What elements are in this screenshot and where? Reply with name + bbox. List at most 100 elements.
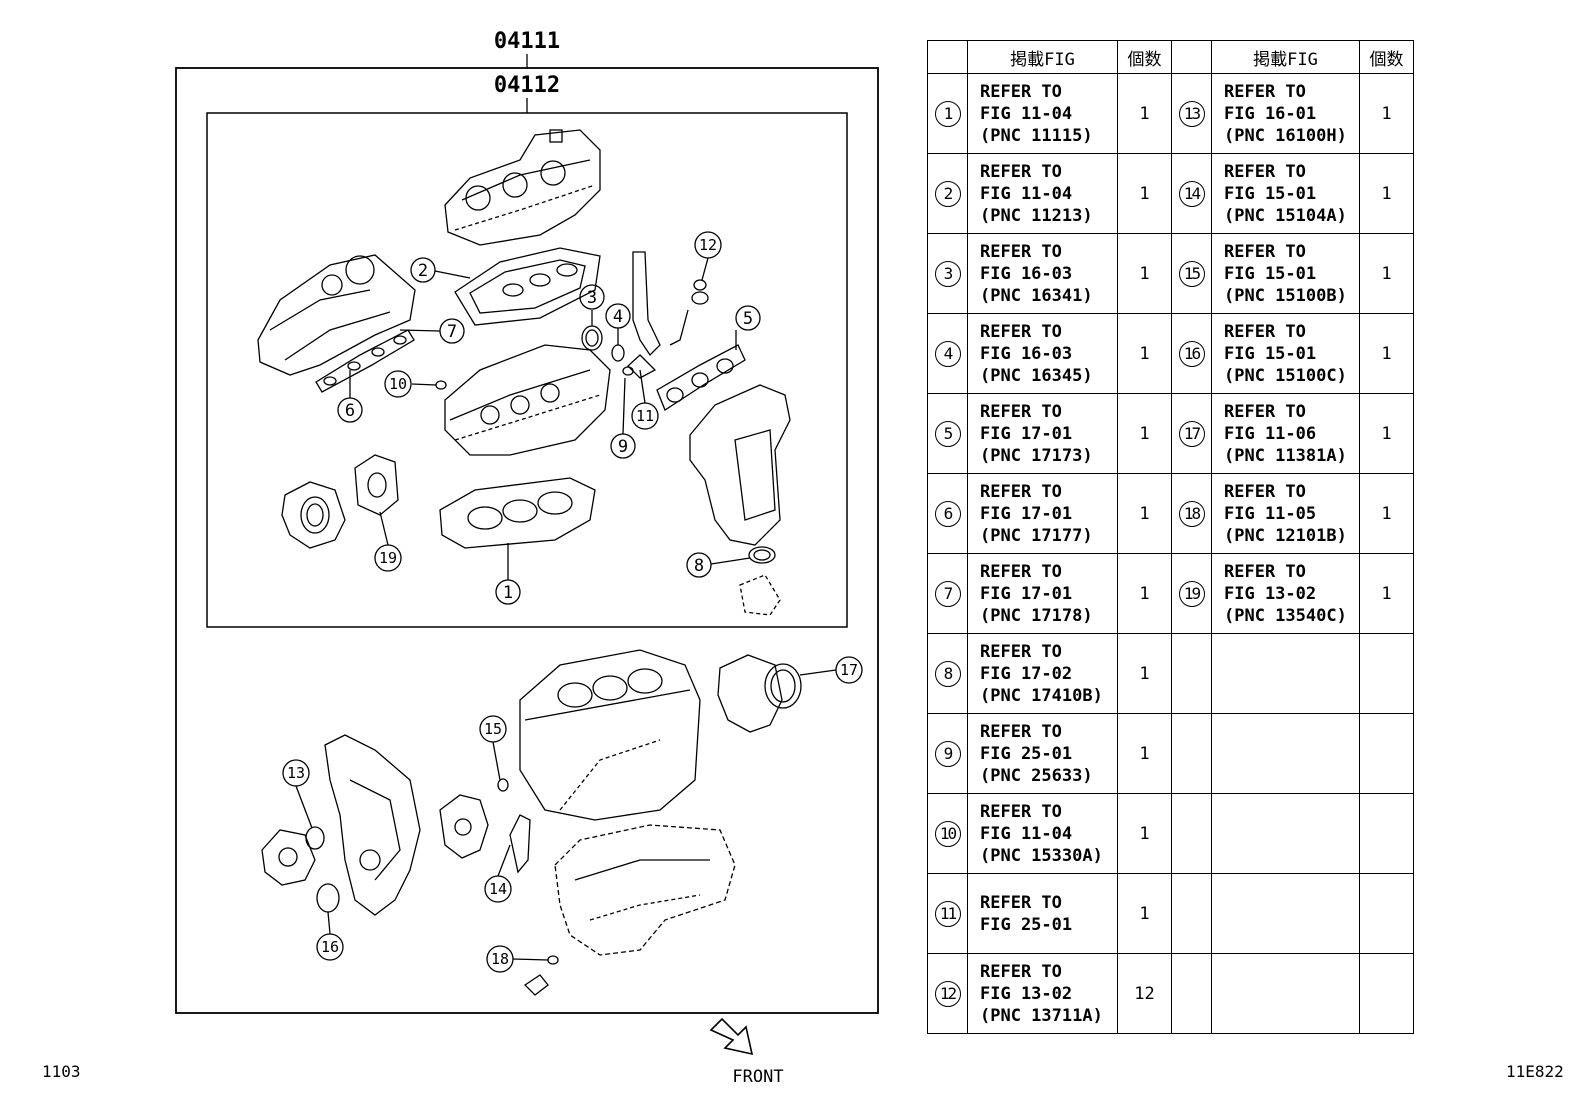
ref-number-badge: 8 xyxy=(934,660,961,687)
ref-number: 2 xyxy=(927,153,968,234)
empty-cell xyxy=(1171,633,1212,714)
ref-number-badge: 15 xyxy=(1178,260,1205,287)
callout-17: 17 xyxy=(799,656,863,684)
throttle-body-part xyxy=(281,481,346,549)
header-qty-right: 個数 xyxy=(1359,40,1414,74)
header-fig-left: 掲載FIG xyxy=(967,40,1118,74)
ref-number-badge: 19 xyxy=(1178,580,1205,607)
ref-number: 7 xyxy=(927,553,968,634)
callout-3: 3 xyxy=(579,284,605,326)
ref-number-badge: 18 xyxy=(1178,500,1205,527)
ref-text: REFER TO FIG 16-01 (PNC 16100H) xyxy=(1211,73,1360,154)
callout-3-label: 3 xyxy=(587,288,597,308)
ref-number: 9 xyxy=(927,713,968,794)
callout-18: 18 xyxy=(486,945,549,973)
ref-quantity: 1 xyxy=(1359,153,1414,234)
table-header-row: 掲載FIG 個数 掲載FIG 個数 xyxy=(927,40,1414,74)
ref-number: 19 xyxy=(1171,553,1212,634)
callout-16-label: 16 xyxy=(321,938,339,956)
ref-quantity: 1 xyxy=(1117,713,1172,794)
oil-seal-4-part xyxy=(611,344,625,362)
page-code-left: 1103 xyxy=(42,1062,81,1081)
callout-15-label: 15 xyxy=(484,720,502,738)
exhaust-pipe-gasket-part xyxy=(739,546,781,616)
ref-number: 5 xyxy=(927,393,968,474)
cylinder-head-part xyxy=(444,344,611,456)
ref-number-badge: 4 xyxy=(934,340,961,367)
callout-8: 8 xyxy=(686,552,751,578)
ref-number-badge: 11 xyxy=(934,900,961,927)
ref-text: REFER TO FIG 11-04 (PNC 15330A) xyxy=(967,793,1118,874)
ref-number: 15 xyxy=(1171,233,1212,314)
chain-tensioner-part xyxy=(509,814,531,874)
oil-pump-part xyxy=(439,794,489,859)
exhaust-manifold-gasket-part xyxy=(656,344,746,411)
empty-cell xyxy=(1359,633,1414,714)
callout-9: 9 xyxy=(610,377,636,459)
ref-number: 12 xyxy=(927,953,968,1034)
callout-2-label: 2 xyxy=(418,261,428,281)
intake-manifold-part xyxy=(257,254,416,376)
outer-kit-frame xyxy=(175,67,879,1014)
empty-cell xyxy=(1359,793,1414,874)
empty-cell xyxy=(1211,793,1360,874)
ref-text: REFER TO FIG 15-01 (PNC 15100C) xyxy=(1211,313,1360,394)
ref-quantity: 12 xyxy=(1117,953,1172,1034)
empty-cell xyxy=(1359,713,1414,794)
empty-cell xyxy=(1171,953,1212,1034)
ref-text: REFER TO FIG 16-03 (PNC 16341) xyxy=(967,233,1118,314)
callout-11: 11 xyxy=(631,369,659,430)
header-qty-left: 個数 xyxy=(1117,40,1172,74)
callout-4-label: 4 xyxy=(613,307,623,327)
oil-pan-part xyxy=(554,824,736,956)
callout-10-label: 10 xyxy=(389,375,407,393)
empty-cell xyxy=(1211,873,1360,954)
outer-kit-code: 04111 xyxy=(494,29,560,54)
empty-cell xyxy=(1171,713,1212,794)
ref-text: REFER TO FIG 17-02 (PNC 17410B) xyxy=(967,633,1118,714)
ref-text: REFER TO FIG 11-04 (PNC 11115) xyxy=(967,73,1118,154)
timing-chain-cover-part xyxy=(324,734,421,916)
page-code-right: 11E822 xyxy=(1506,1062,1564,1081)
ref-number: 10 xyxy=(927,793,968,874)
callout-4: 4 xyxy=(605,303,631,345)
ref-number: 14 xyxy=(1171,153,1212,234)
callout-12-label: 12 xyxy=(699,236,717,254)
ref-number: 6 xyxy=(927,473,968,554)
front-label: FRONT xyxy=(732,1067,783,1087)
ref-text: REFER TO FIG 13-02 (PNC 13540C) xyxy=(1211,553,1360,634)
ref-text: REFER TO FIG 15-01 (PNC 15100B) xyxy=(1211,233,1360,314)
inner-kit-frame xyxy=(206,112,848,628)
ref-number-badge: 5 xyxy=(934,420,961,447)
callout-11-label: 11 xyxy=(636,407,654,425)
ref-quantity: 1 xyxy=(1117,793,1172,874)
cover-gasket-part xyxy=(454,247,601,326)
callout-10: 10 xyxy=(384,370,437,398)
ref-quantity: 1 xyxy=(1117,73,1172,154)
plug-gasket-part xyxy=(669,279,709,346)
ref-quantity: 1 xyxy=(1359,313,1414,394)
header-no-right xyxy=(1171,40,1212,74)
pump-seal-13-part xyxy=(305,826,325,850)
ref-quantity: 1 xyxy=(1117,873,1172,954)
ref-text: REFER TO FIG 25-01 (PNC 25633) xyxy=(967,713,1118,794)
callout-7-label: 7 xyxy=(447,322,457,342)
ref-text: REFER TO FIG 17-01 (PNC 17173) xyxy=(967,393,1118,474)
ref-text: REFER TO FIG 15-01 (PNC 15104A) xyxy=(1211,153,1360,234)
water-pump-part xyxy=(261,829,316,886)
front-arrow-icon xyxy=(709,1017,754,1056)
empty-cell xyxy=(1359,873,1414,954)
callout-13-label: 13 xyxy=(287,764,305,782)
empty-cell xyxy=(1359,953,1414,1034)
ref-number-badge: 2 xyxy=(934,180,961,207)
empty-cell xyxy=(1171,873,1212,954)
callout-14-label: 14 xyxy=(489,880,507,898)
ref-text: REFER TO FIG 16-03 (PNC 16345) xyxy=(967,313,1118,394)
